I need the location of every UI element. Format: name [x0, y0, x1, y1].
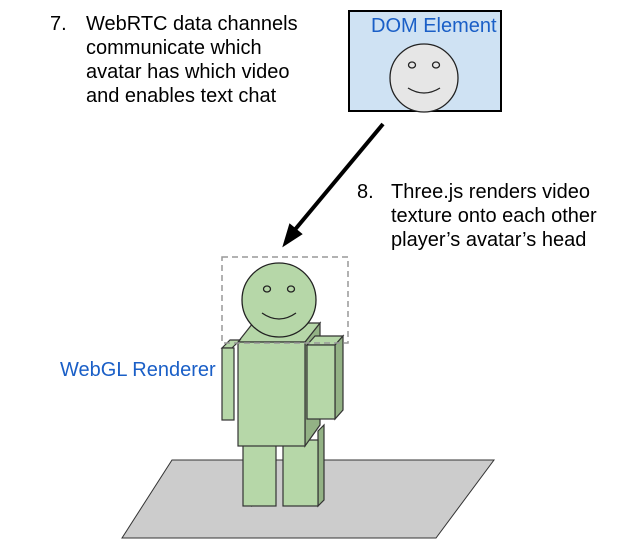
step-8-line: Three.js renders video	[391, 181, 590, 203]
arrow	[282, 122, 385, 248]
step-7-text: WebRTC data channels communicate which a…	[86, 12, 326, 108]
avatar-figure	[220, 321, 345, 508]
dom-element-label: DOM Element	[371, 15, 497, 37]
step-7-line: communicate which	[86, 37, 262, 59]
step-7-line: and enables text chat	[86, 85, 277, 107]
step-8-line: player’s avatar’s head	[391, 229, 587, 251]
step-7-line: WebRTC data channels	[86, 13, 298, 35]
step-8-text: Three.js renders video texture onto each…	[391, 180, 627, 252]
avatar-head	[241, 262, 317, 338]
video-texture-box	[221, 256, 349, 344]
step-7-line: avatar has which video	[86, 61, 290, 83]
step-8-number: 8.	[357, 181, 374, 203]
dom-smiley-face	[389, 43, 459, 113]
step-7-number: 7.	[50, 13, 67, 35]
webgl-renderer-label: WebGL Renderer	[60, 359, 216, 381]
step-8-line: texture onto each other	[391, 205, 597, 227]
